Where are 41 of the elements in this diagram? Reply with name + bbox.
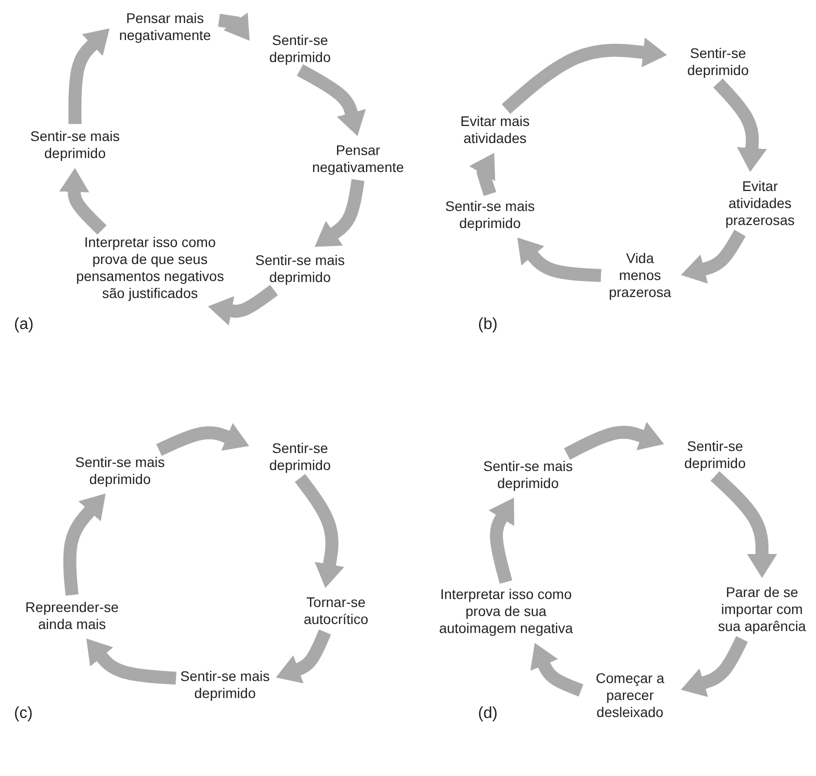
step-text: Sentir-se mais deprimido bbox=[10, 128, 140, 162]
step-text: Pensar mais negativamente bbox=[115, 10, 215, 44]
step-text: Evitar mais atividades bbox=[440, 113, 550, 147]
step-text: Sentir-se deprimido bbox=[670, 438, 760, 472]
cycle-arrow bbox=[215, 12, 250, 41]
cycle-arrow bbox=[296, 64, 366, 136]
cycle-arrow bbox=[314, 179, 364, 247]
step-text: Tornar-se autocrítico bbox=[281, 594, 391, 628]
cycle-arrow bbox=[517, 238, 602, 282]
cycle-arrow bbox=[156, 423, 250, 456]
step-text: Sentir-se deprimido bbox=[255, 440, 345, 474]
panel-label: (b) bbox=[478, 316, 498, 333]
step-text: Sentir-se deprimido bbox=[673, 45, 763, 79]
cycle-arrow bbox=[564, 422, 664, 460]
cycle-arrow bbox=[530, 642, 584, 696]
step-text: Sentir-se mais deprimido bbox=[55, 454, 185, 488]
cycle-arrow bbox=[502, 37, 667, 114]
step-text: Pensar negativamente bbox=[298, 142, 418, 176]
cycle-arrow bbox=[86, 638, 176, 685]
step-text: Sentir-se mais deprimido bbox=[463, 458, 593, 492]
step-text: Evitar atividades prazerosas bbox=[710, 178, 810, 229]
step-text: Vida menos prazerosa bbox=[605, 250, 675, 301]
step-text: Interpretar isso como prova de sua autoimagem negativa bbox=[436, 586, 576, 637]
step-text: Sentir-se deprimido bbox=[255, 32, 345, 66]
cycle-arrow bbox=[63, 493, 106, 596]
step-text: Começar a parecer desleixado bbox=[585, 670, 675, 721]
cycle-arrow bbox=[488, 498, 514, 584]
cycle-arrow bbox=[713, 78, 767, 172]
panel-label: (c) bbox=[14, 705, 33, 722]
cycle-arrow bbox=[294, 474, 344, 588]
step-text: Sentir-se mais deprimido bbox=[235, 252, 365, 286]
panel-label: (d) bbox=[478, 705, 498, 722]
cycle-arrow bbox=[469, 152, 496, 197]
cycle-arrow bbox=[710, 471, 778, 578]
step-text: Repreender-se ainda mais bbox=[7, 599, 137, 633]
step-text: Sentir-se mais deprimido bbox=[425, 198, 555, 232]
cycle-arrow bbox=[68, 28, 110, 124]
step-text: Parar de se importar com sua aparência bbox=[712, 584, 812, 635]
panel-label: (a) bbox=[14, 316, 34, 333]
step-text: Interpretar isso como prova de que seus pensamentos negativos são justificados bbox=[70, 234, 230, 302]
step-text: Sentir-se mais deprimido bbox=[180, 668, 270, 702]
